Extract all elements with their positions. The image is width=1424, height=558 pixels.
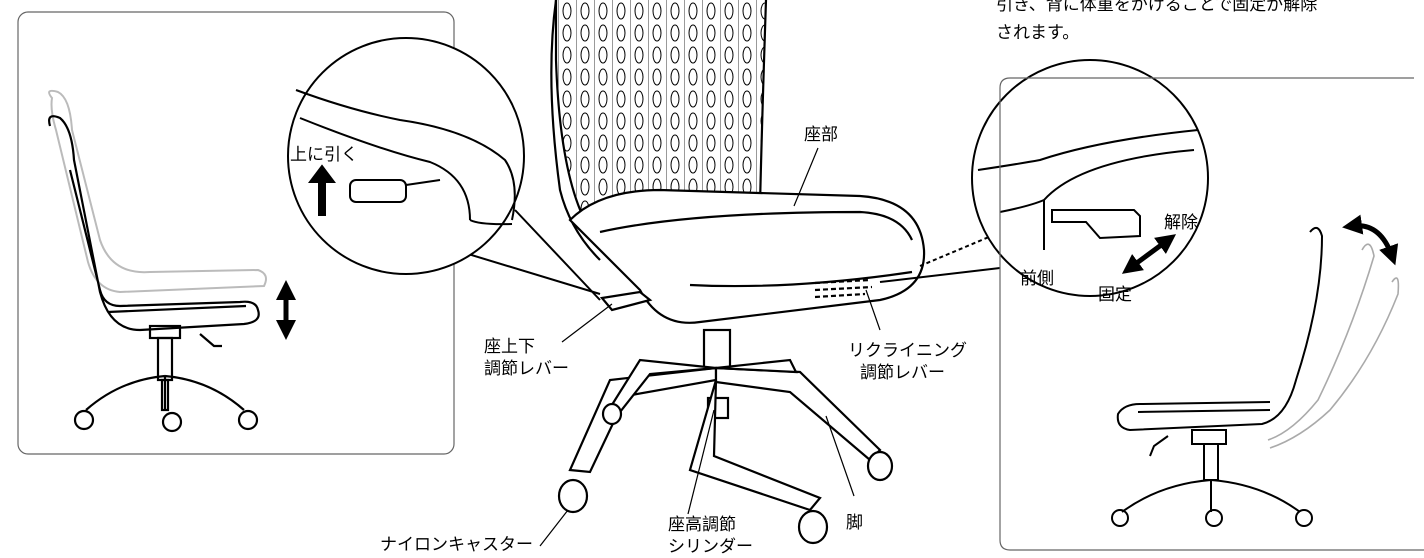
center-chair <box>550 0 926 545</box>
gas-cylinder <box>702 328 732 372</box>
instruction-note-line2: されます。 <box>996 23 1080 43</box>
base-leg-right <box>714 366 882 462</box>
front-side-label: 前側 <box>1020 269 1054 289</box>
magnifier-circle-right <box>971 59 1209 297</box>
left-callout <box>287 37 601 301</box>
left-chair <box>48 115 260 433</box>
release-label: 解除 <box>1164 213 1198 233</box>
right-panel <box>999 77 1424 551</box>
instruction-note-line1: 引き、背に体重をかけることで固定が解除 <box>996 0 1318 15</box>
right-panel-frame <box>999 77 1424 551</box>
casters <box>557 402 894 545</box>
pull-up-label: 上に引く <box>290 145 358 165</box>
reclining-lever-label-line1: リクライニング <box>848 341 967 361</box>
callout-leader-bottom <box>514 209 601 301</box>
seat-height-lever <box>599 290 653 312</box>
seat-label: 座部 <box>804 125 838 145</box>
seat-height-lever-label-line2: 調節レバー <box>484 359 569 379</box>
caster-label: ナイロンキャスター <box>380 535 533 555</box>
cylinder-label-line1: 座高調節 <box>668 515 736 535</box>
seat-height-lever-label-line1: 座上下 <box>484 337 535 357</box>
cylinder-label-line2: シリンダー <box>668 537 753 557</box>
right-callout <box>879 59 1209 297</box>
reclining-lever-detail <box>1051 209 1141 240</box>
pull-up-arrow-icon <box>308 164 336 216</box>
release-lock-arrow-icon <box>1121 234 1177 274</box>
reclining-lever-label-line2: 調節レバー <box>860 363 945 383</box>
leader-lines <box>539 147 881 547</box>
left-chair-ghost <box>48 89 267 294</box>
leg-label: 脚 <box>846 513 863 533</box>
left-panel <box>17 11 455 455</box>
recline-curved-arrow-icon <box>1342 214 1399 266</box>
base-leg-front <box>688 379 822 512</box>
lock-label: 固定 <box>1098 285 1132 305</box>
